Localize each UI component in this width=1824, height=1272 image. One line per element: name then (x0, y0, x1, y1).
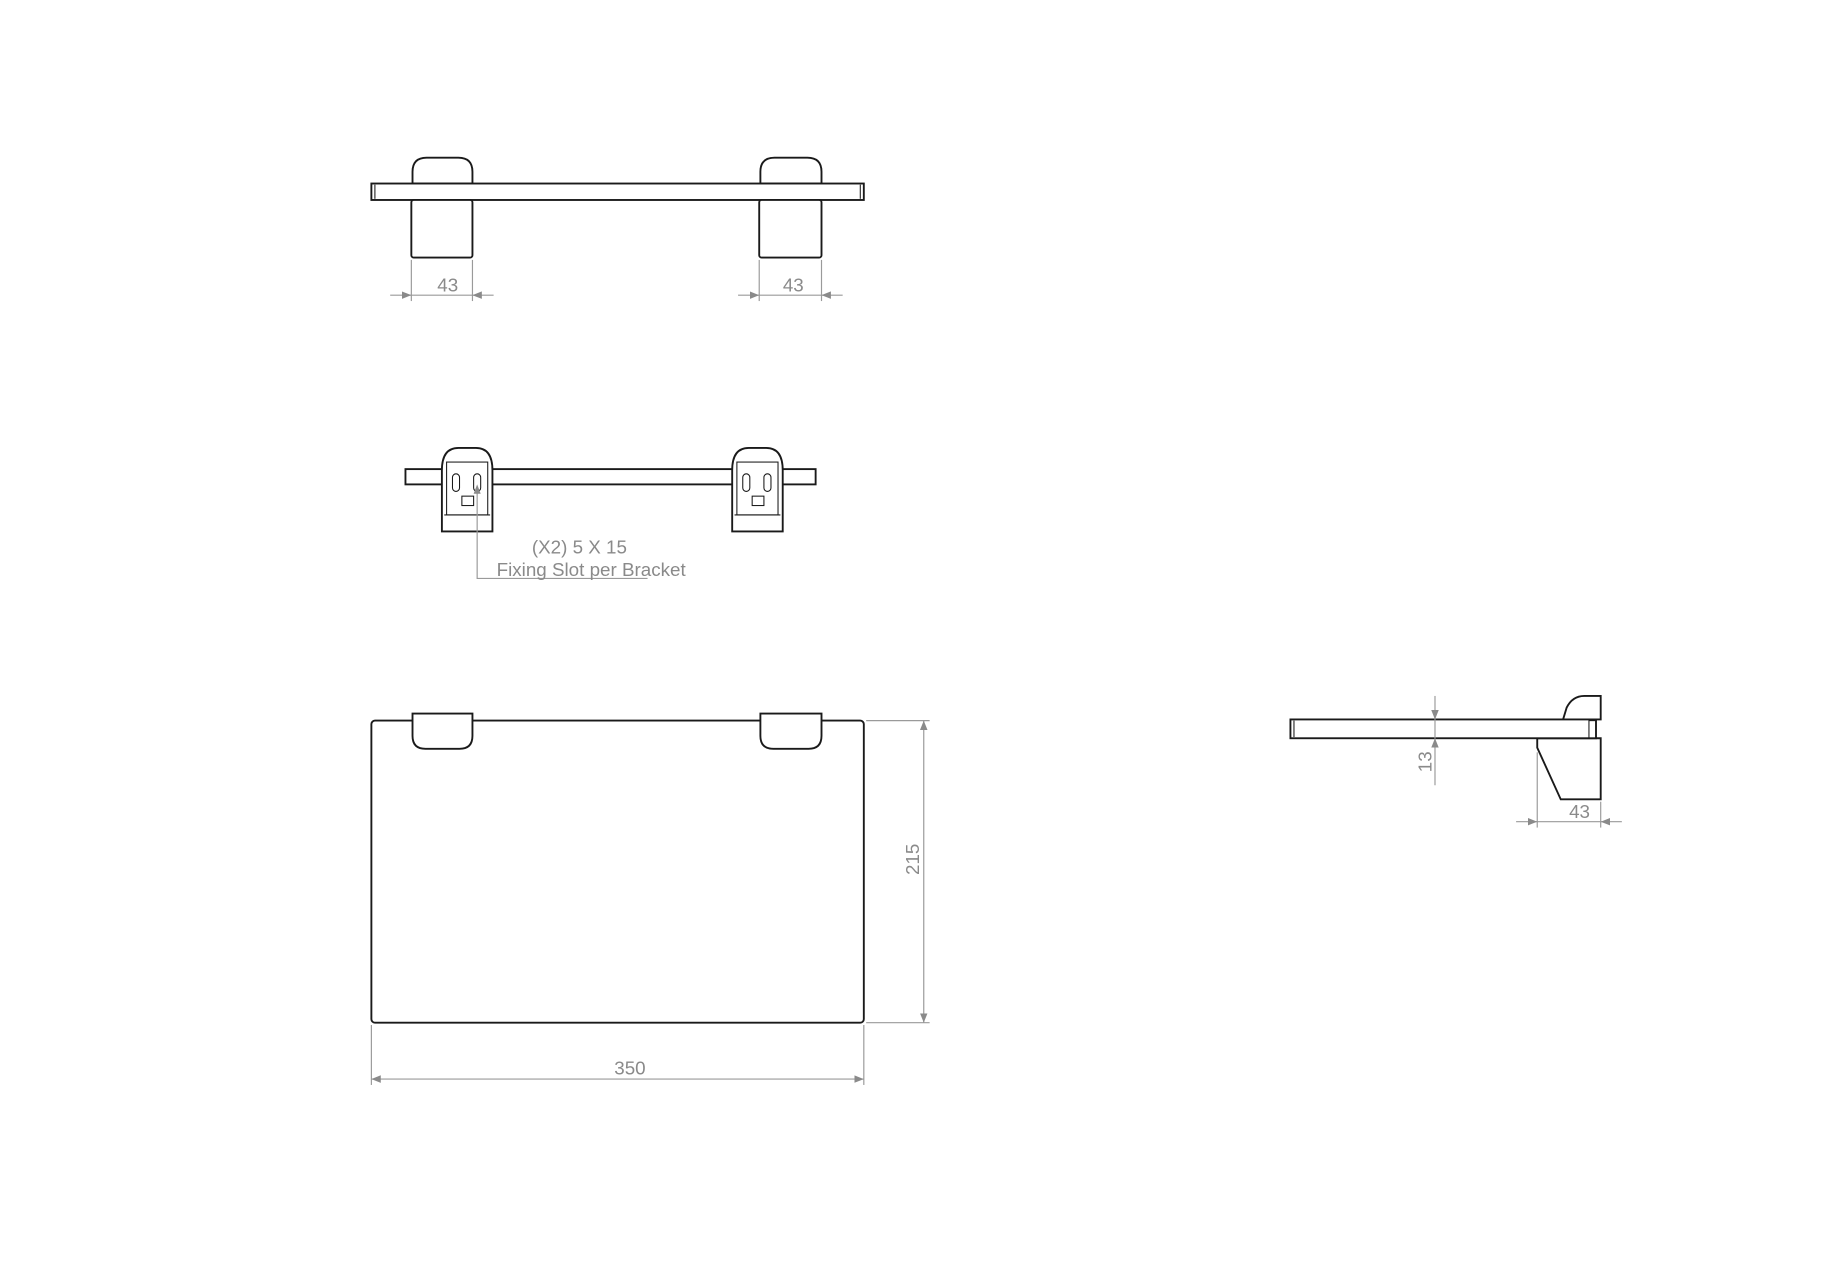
right-bracket-tab (759, 712, 823, 750)
fixing-slot-note-line2: Fixing Slot per Bracket (497, 559, 687, 580)
dimension-width-350: 350 (370, 1025, 865, 1085)
left-bracket-back (440, 447, 494, 533)
top-view: 43 43 (370, 156, 865, 302)
fixing-slot-note-line1: (X2) 5 X 15 (532, 537, 627, 558)
dimension-label: 43 (437, 275, 458, 296)
dimension-left-43: 43 (390, 259, 494, 302)
dimension-height-215: 215 (866, 720, 930, 1024)
shelf-side (1289, 718, 1597, 740)
shelf-top (370, 182, 865, 201)
fixing-slot-leader (473, 484, 648, 579)
shelf-back (404, 468, 817, 486)
bracket-lower (1536, 737, 1602, 801)
front-view: 215 350 (370, 712, 930, 1085)
right-bracket-cap (759, 156, 823, 185)
side-view: 13 43 (1289, 694, 1622, 828)
back-view: (X2) 5 X 15 Fixing Slot per Bracket (404, 447, 817, 580)
right-bracket-back (731, 447, 784, 533)
dimension-label: 43 (1569, 801, 1590, 822)
left-bracket-body (410, 199, 474, 259)
right-bracket-body (758, 199, 823, 259)
left-bracket-cap (411, 156, 474, 185)
dimension-label: 215 (902, 844, 923, 875)
dimension-label: 43 (783, 275, 804, 296)
shelf-front (370, 719, 865, 1024)
bracket-upper (1561, 694, 1602, 721)
dimension-depth-43: 43 (1516, 752, 1622, 828)
dimension-label: 350 (614, 1057, 645, 1078)
dimension-label: 13 (1414, 751, 1435, 772)
dimension-thickness-13: 13 (1414, 695, 1439, 786)
left-bracket-tab (411, 712, 474, 750)
dimension-right-43: 43 (738, 259, 843, 302)
